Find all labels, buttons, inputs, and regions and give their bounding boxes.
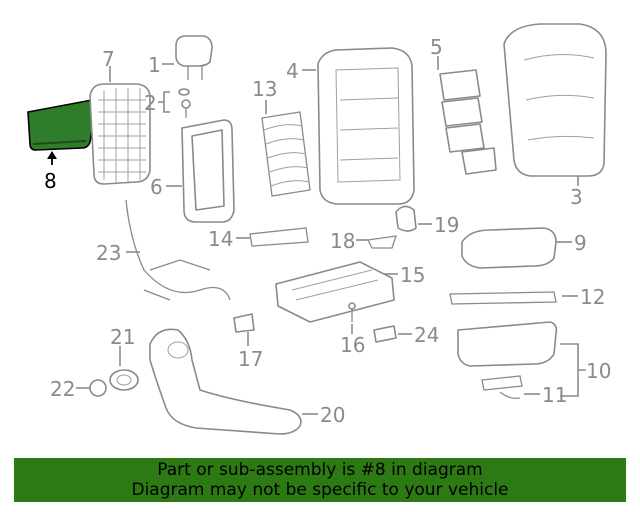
- callout-8[interactable]: 8: [44, 169, 57, 193]
- callout-11[interactable]: 11: [542, 383, 567, 407]
- part-4-seatback-frame: [317, 47, 415, 205]
- callout-20[interactable]: 20: [320, 403, 345, 427]
- part-20-side-shield: [149, 328, 302, 435]
- callout-7[interactable]: 7: [102, 47, 115, 71]
- callout-21[interactable]: 21: [110, 325, 135, 349]
- callout-2[interactable]: 2: [144, 91, 157, 115]
- parts-diagram: 8 7 1 2 6 13 4: [27, 23, 611, 435]
- callout-18[interactable]: 18: [330, 229, 355, 253]
- part-5-pads: [439, 69, 497, 175]
- part-19: [395, 205, 417, 232]
- callout-13[interactable]: 13: [252, 77, 277, 101]
- part-18: [367, 235, 397, 249]
- leader-8-arrow: [47, 151, 57, 159]
- part-14: [249, 227, 309, 247]
- info-banner: Part or sub-assembly is #8 in diagram Di…: [14, 458, 626, 502]
- part-3-seatback-cover: [503, 23, 607, 177]
- callout-15[interactable]: 15: [400, 263, 425, 287]
- part-9-cushion: [461, 227, 557, 269]
- part-11: [481, 375, 523, 400]
- callout-10[interactable]: 10: [586, 359, 611, 383]
- callout-9[interactable]: 9: [574, 231, 587, 255]
- callout-17[interactable]: 17: [238, 347, 263, 371]
- callout-22[interactable]: 22: [50, 377, 75, 401]
- callout-24[interactable]: 24: [414, 323, 439, 347]
- part-24: [373, 325, 397, 343]
- part-16: [348, 302, 356, 322]
- callout-3[interactable]: 3: [570, 185, 583, 209]
- part-23-wire-harness: [125, 199, 231, 301]
- callout-4[interactable]: 4: [286, 59, 299, 83]
- part-22: [89, 379, 107, 397]
- callout-23[interactable]: 23: [96, 241, 121, 265]
- banner-line-1: Part or sub-assembly is #8 in diagram: [157, 460, 483, 480]
- callout-12[interactable]: 12: [580, 285, 605, 309]
- callout-16[interactable]: 16: [340, 333, 365, 357]
- callout-5[interactable]: 5: [430, 35, 443, 59]
- part-15-track: [275, 261, 395, 323]
- callout-1[interactable]: 1: [148, 53, 161, 77]
- callout-6[interactable]: 6: [150, 175, 163, 199]
- banner-line-2: Diagram may not be specific to your vehi…: [131, 480, 509, 500]
- part-13-spring-mat: [261, 111, 311, 197]
- callout-19[interactable]: 19: [434, 213, 459, 237]
- part-17: [233, 313, 255, 333]
- part-7-back-panel: [89, 83, 151, 185]
- part-2-fasteners: [178, 88, 191, 118]
- part-10-cushion-frame: [457, 321, 558, 367]
- part-1-headrest: [175, 35, 213, 80]
- part-8-panel[interactable]: [27, 99, 97, 151]
- part-12: [449, 291, 557, 305]
- callout-14[interactable]: 14: [208, 227, 233, 251]
- part-21: [109, 369, 139, 391]
- part-6-frame: [181, 119, 235, 223]
